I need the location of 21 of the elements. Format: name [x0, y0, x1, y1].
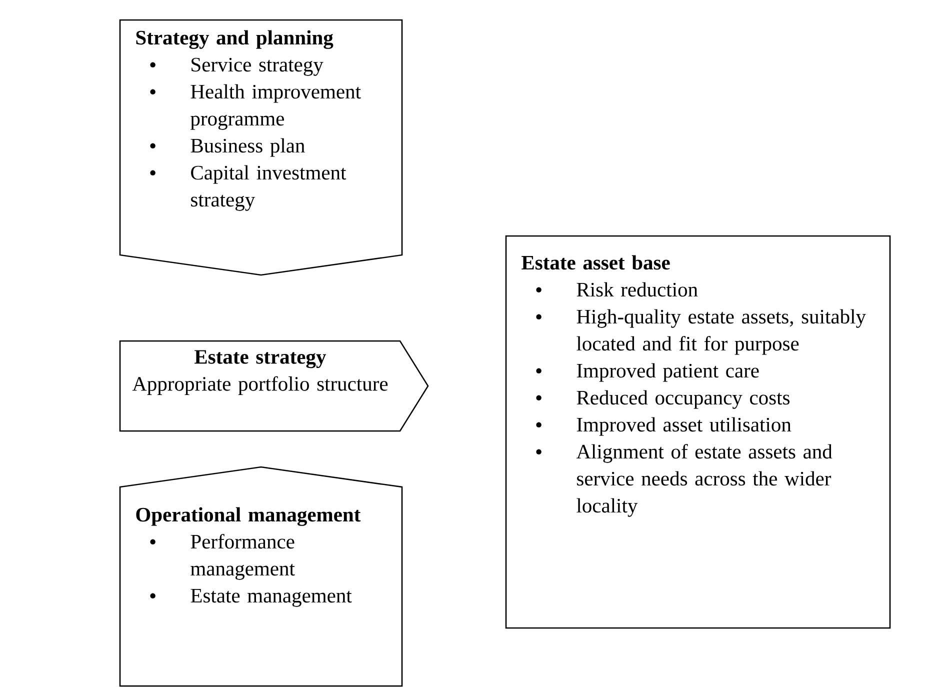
list-item: Alignment of estate assets and service needs across the wider locality	[576, 444, 832, 517]
box-text: Appropriate portfolio structure	[132, 376, 388, 395]
list-item: Service strategy	[192, 58, 324, 76]
list-item: Risk reduction	[576, 282, 698, 297]
box-heading: Strategy and planning	[136, 30, 334, 49]
list-item: Improved asset utilisation	[576, 417, 792, 436]
arrow-box	[119, 340, 429, 432]
list-item: Health improvement programme	[190, 84, 361, 130]
list-item: Capital investment strategy	[191, 165, 346, 211]
list-item: Business plan	[190, 138, 305, 157]
list-item: Reduced occupancy costs	[576, 390, 790, 409]
arrow-box	[119, 19, 403, 276]
box-heading: Estate asset base	[522, 255, 670, 270]
list-item: High-quality estate assets, suitably located and fit for purpose	[576, 309, 866, 355]
list-item: Performance management	[190, 534, 295, 580]
box-heading: Operational management	[136, 507, 361, 526]
list-item: Estate management	[190, 589, 352, 607]
arrow-box	[119, 466, 403, 687]
box-heading: Estate strategy	[194, 350, 326, 368]
list-item: Improved patient care	[576, 363, 759, 382]
text-box	[505, 235, 891, 629]
